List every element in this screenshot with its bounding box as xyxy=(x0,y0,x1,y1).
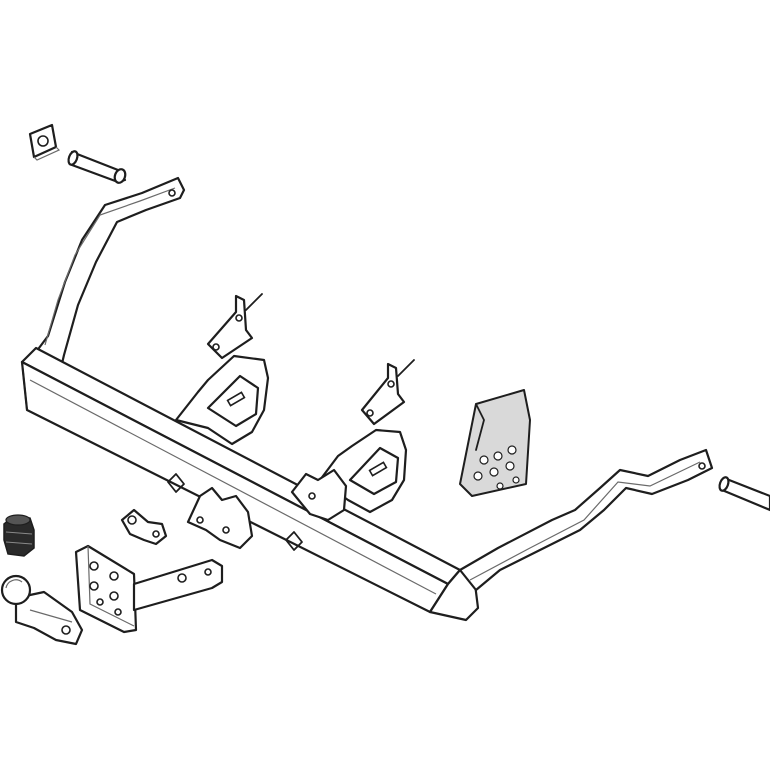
bolt-kit-bag-icon xyxy=(459,389,531,497)
faceplate-icon xyxy=(74,544,224,634)
square-nut-icon xyxy=(28,123,61,161)
l-bracket-left-icon xyxy=(206,293,263,360)
center-bracket-left-icon xyxy=(167,354,270,550)
socket-icon xyxy=(3,514,35,557)
center-bracket-right-icon xyxy=(285,428,408,551)
main-crossbar xyxy=(20,346,480,622)
tow-ball-icon xyxy=(0,574,84,646)
right-side-arm xyxy=(458,448,714,592)
spacer-tube-left-icon xyxy=(67,150,127,184)
l-bracket-right-icon xyxy=(360,359,415,426)
left-side-arm xyxy=(34,176,186,374)
spacer-tube-right-icon xyxy=(718,476,770,512)
clip-icon xyxy=(120,508,168,546)
